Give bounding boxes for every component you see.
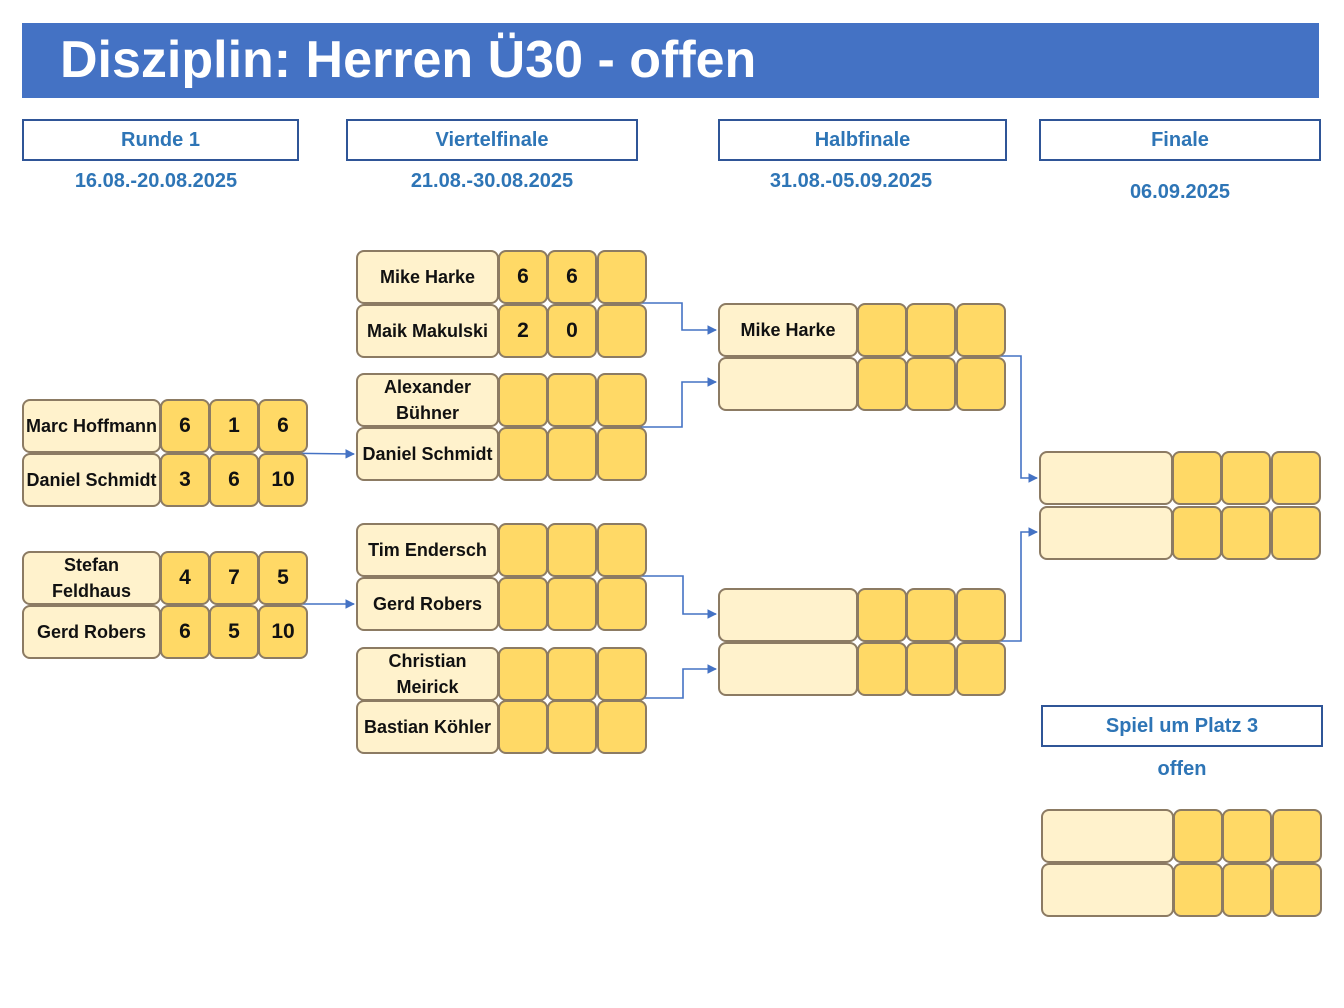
r1-player-1-set-2-score: 1 [209, 399, 259, 453]
r1-player-3-name: Stefan Feldhaus [22, 551, 161, 605]
round-header-runde-1: Runde 1 [22, 119, 299, 161]
qf-player-4-name: Daniel Schmidt [356, 427, 499, 481]
qf-player-6-set-1-score [498, 577, 548, 631]
round-header-viertelfinale: Viertelfinale [346, 119, 638, 161]
sf-player-3-set-2-score [906, 588, 956, 642]
final-player-2-set-1-score [1172, 506, 1222, 560]
qf-player-6-set-2-score [547, 577, 597, 631]
qf-player-1-set-3-score [597, 250, 647, 304]
final-player-1-name [1039, 451, 1173, 505]
round-date-halbfinale: 31.08.-05.09.2025 [769, 170, 933, 192]
qf-player-5-set-1-score [498, 523, 548, 577]
sf-player-2-set-3-score [956, 357, 1006, 411]
round-date-runde-1: 16.08.-20.08.2025 [74, 170, 238, 192]
third-player-2-set-3-score [1272, 863, 1322, 917]
connector-qf-m1 [622, 302, 717, 335]
qf-player-3-set-2-score [547, 373, 597, 427]
r1-player-3-set-2-score: 7 [209, 551, 259, 605]
round-header-finale: Finale [1039, 119, 1321, 161]
r1-player-1-set-1-score: 6 [160, 399, 210, 453]
qf-player-7-set-1-score [498, 647, 548, 701]
r1-player-3-set-1-score: 4 [160, 551, 210, 605]
sf-player-2-set-1-score [857, 357, 907, 411]
qf-player-2-set-2-score: 0 [547, 304, 597, 358]
sf-player-4-set-3-score [956, 642, 1006, 696]
qf-player-5-name: Tim Endersch [356, 523, 499, 577]
qf-player-7-name: Christian Meirick [356, 647, 499, 701]
round-date-finale: 06.09.2025 [1129, 181, 1231, 203]
third-player-2-name [1041, 863, 1174, 917]
sf-player-1-set-2-score [906, 303, 956, 357]
sf-player-4-set-2-score [906, 642, 956, 696]
r1-player-2-set-2-score: 6 [209, 453, 259, 507]
qf-player-8-set-1-score [498, 700, 548, 754]
connector-qf-m2 [622, 377, 717, 428]
third-player-1-set-3-score [1272, 809, 1322, 863]
final-player-1-set-1-score [1172, 451, 1222, 505]
third-player-2-set-1-score [1173, 863, 1223, 917]
sf-player-3-set-1-score [857, 588, 907, 642]
r1-player-4-set-1-score: 6 [160, 605, 210, 659]
sf-player-4-name [718, 642, 858, 696]
third-player-2-set-2-score [1222, 863, 1272, 917]
sf-player-4-set-1-score [857, 642, 907, 696]
r1-player-4-set-2-score: 5 [209, 605, 259, 659]
qf-player-8-name: Bastian Köhler [356, 700, 499, 754]
round-header-halbfinale: Halbfinale [718, 119, 1007, 161]
sf-player-2-set-2-score [906, 357, 956, 411]
title-bar: Disziplin: Herren Ü30 - offen [22, 23, 1319, 98]
qf-player-2-set-3-score [597, 304, 647, 358]
connector-qf-m3 [624, 575, 717, 619]
qf-player-5-set-3-score [597, 523, 647, 577]
round-header-third-place: Spiel um Platz 3 [1041, 705, 1323, 747]
final-player-1-set-3-score [1271, 451, 1321, 505]
r1-player-2-set-1-score: 3 [160, 453, 210, 507]
round-date-viertelfinale: 21.08.-30.08.2025 [410, 170, 574, 192]
qf-player-8-set-2-score [547, 700, 597, 754]
qf-player-3-set-1-score [498, 373, 548, 427]
third-place-status: offen [1157, 758, 1207, 780]
qf-player-6-name: Gerd Robers [356, 577, 499, 631]
r1-player-1-name: Marc Hoffmann [22, 399, 161, 453]
connector-qf-m4 [622, 664, 717, 699]
r1-player-4-set-3-score: 10 [258, 605, 308, 659]
qf-player-4-set-1-score [498, 427, 548, 481]
third-player-1-set-1-score [1173, 809, 1223, 863]
qf-player-2-name: Maik Makulski [356, 304, 499, 358]
r1-player-3-set-3-score: 5 [258, 551, 308, 605]
sf-player-1-set-3-score [956, 303, 1006, 357]
qf-player-7-set-2-score [547, 647, 597, 701]
final-player-2-name [1039, 506, 1173, 560]
sf-player-1-name: Mike Harke [718, 303, 858, 357]
r1-player-4-name: Gerd Robers [22, 605, 161, 659]
qf-player-3-name: Alexander Bühner [356, 373, 499, 427]
qf-player-6-set-3-score [597, 577, 647, 631]
qf-player-2-set-1-score: 2 [498, 304, 548, 358]
sf-player-2-name [718, 357, 858, 411]
final-player-2-set-2-score [1221, 506, 1271, 560]
sf-player-3-set-3-score [956, 588, 1006, 642]
sf-player-3-name [718, 588, 858, 642]
final-player-2-set-3-score [1271, 506, 1321, 560]
qf-player-1-set-1-score: 6 [498, 250, 548, 304]
qf-player-3-set-3-score [597, 373, 647, 427]
qf-player-1-set-2-score: 6 [547, 250, 597, 304]
qf-player-1-name: Mike Harke [356, 250, 499, 304]
third-player-1-set-2-score [1222, 809, 1272, 863]
r1-player-1-set-3-score: 6 [258, 399, 308, 453]
r1-player-2-name: Daniel Schmidt [22, 453, 161, 507]
qf-player-5-set-2-score [547, 523, 597, 577]
sf-player-1-set-1-score [857, 303, 907, 357]
qf-player-8-set-3-score [597, 700, 647, 754]
r1-player-2-set-3-score: 10 [258, 453, 308, 507]
third-player-1-name [1041, 809, 1174, 863]
qf-player-4-set-3-score [597, 427, 647, 481]
final-player-1-set-2-score [1221, 451, 1271, 505]
qf-player-7-set-3-score [597, 647, 647, 701]
page-title: Disziplin: Herren Ü30 - offen [60, 31, 757, 89]
qf-player-4-set-2-score [547, 427, 597, 481]
